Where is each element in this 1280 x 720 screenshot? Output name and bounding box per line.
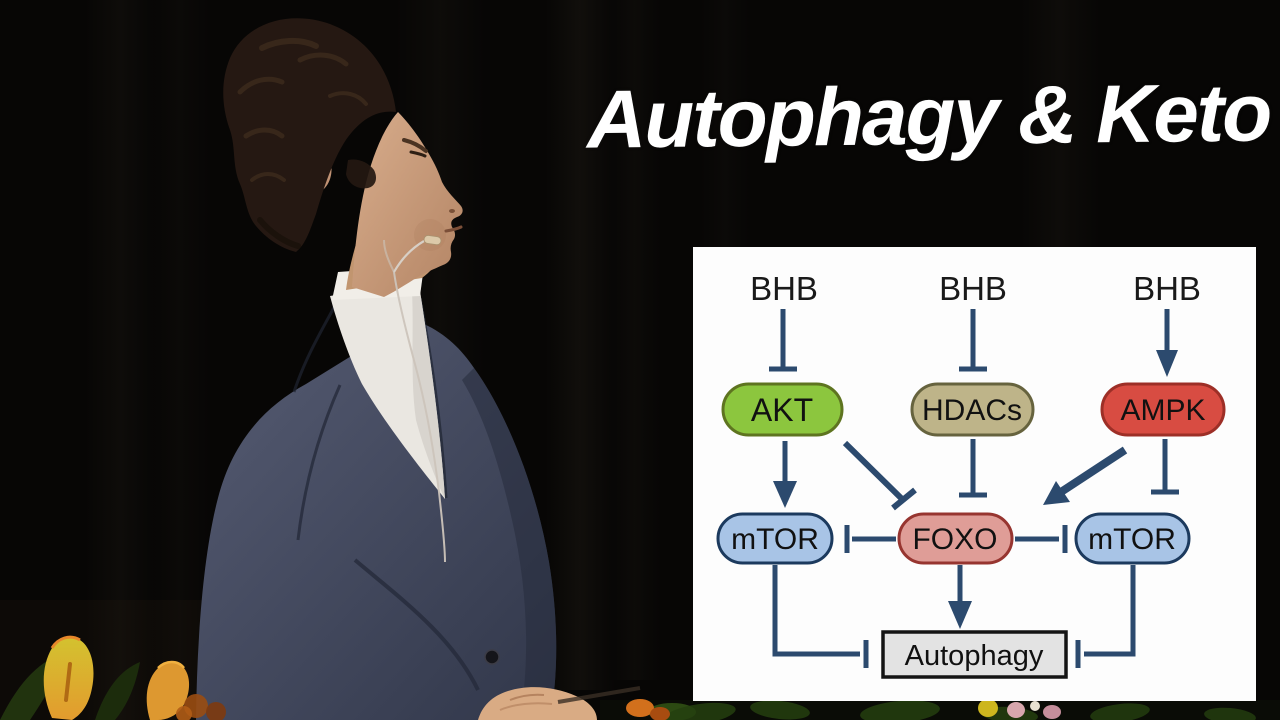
flower-bud bbox=[978, 699, 998, 717]
node-mtor-right: mTOR bbox=[1074, 512, 1191, 565]
arrowhead-foxo-autophagy bbox=[948, 601, 972, 629]
calla-lily-rim bbox=[50, 635, 81, 649]
diagram-arrowheads bbox=[773, 350, 1178, 629]
leaf bbox=[1090, 703, 1150, 720]
node-akt-pill bbox=[721, 382, 844, 437]
arrowhead-bhb-ampk bbox=[1156, 350, 1178, 377]
held-pointer bbox=[557, 686, 641, 704]
suit-fold-line bbox=[296, 384, 342, 541]
label-bhb-2: BHB bbox=[939, 270, 1007, 307]
leaf bbox=[1204, 707, 1256, 720]
headset-mic bbox=[383, 235, 446, 563]
suit-shadow-right bbox=[462, 368, 557, 720]
calla-lily-rim bbox=[157, 660, 185, 669]
node-ampk-pill bbox=[1100, 382, 1226, 437]
label-bhb-3: BHB bbox=[1133, 270, 1201, 307]
curtain-fold bbox=[150, 0, 210, 720]
shirt-shading bbox=[412, 291, 445, 499]
eyebrow bbox=[402, 138, 428, 153]
pathway-diagram-panel: BHB BHB BHB AKT HDACs AMPK mTOR bbox=[693, 247, 1256, 701]
diagram-edges bbox=[769, 309, 1179, 668]
curtain-fold bbox=[85, 0, 155, 720]
pathway-diagram: BHB BHB BHB AKT HDACs AMPK mTOR bbox=[716, 270, 1226, 679]
flower-arrangement-left bbox=[0, 635, 226, 720]
hair-curls bbox=[237, 38, 368, 249]
speaker-suit bbox=[196, 323, 557, 720]
flower-strip-bottom bbox=[600, 699, 1280, 720]
node-hdacs-label: HDACs bbox=[922, 394, 1022, 427]
leaf bbox=[860, 700, 940, 720]
flower-bud bbox=[176, 706, 192, 720]
label-bhb-1: BHB bbox=[750, 270, 818, 307]
node-hdacs: HDACs bbox=[910, 382, 1035, 437]
speaker-face bbox=[352, 112, 463, 297]
node-autophagy-label: Autophagy bbox=[905, 640, 1044, 672]
suit-lapel-line bbox=[292, 299, 340, 393]
nostril bbox=[449, 209, 455, 213]
node-autophagy: Autophagy bbox=[881, 630, 1068, 679]
leaf bbox=[95, 662, 140, 720]
hair-curl bbox=[243, 127, 285, 139]
node-foxo: FOXO bbox=[897, 512, 1014, 565]
node-akt: AKT bbox=[721, 382, 844, 437]
leaf bbox=[750, 700, 810, 720]
mic-boom bbox=[393, 240, 425, 273]
mouth bbox=[444, 225, 463, 233]
curtain-fold bbox=[700, 0, 750, 250]
node-ampk: AMPK bbox=[1100, 382, 1226, 437]
edge-mtorleft-autophagy-inhibit bbox=[772, 565, 860, 657]
speaker-hair bbox=[223, 18, 396, 252]
hand-finger-line bbox=[499, 702, 553, 711]
node-akt-label: AKT bbox=[751, 392, 813, 428]
speaker bbox=[196, 18, 641, 720]
hair-curl bbox=[297, 52, 349, 67]
suit-button bbox=[484, 649, 500, 665]
eye bbox=[409, 150, 427, 158]
curtain-fold bbox=[545, 0, 615, 690]
node-mtor-right-pill bbox=[1074, 512, 1191, 565]
hair-curl bbox=[250, 172, 286, 182]
mic-cable bbox=[393, 271, 446, 563]
node-mtor-right-label: mTOR bbox=[1088, 523, 1176, 556]
mic-cable bbox=[383, 239, 395, 273]
flower-bud bbox=[650, 707, 670, 720]
arrowhead-ampk-foxo bbox=[1043, 481, 1070, 505]
flower-bud bbox=[1007, 702, 1025, 718]
node-mtor-left: mTOR bbox=[716, 512, 834, 565]
hand-finger-line bbox=[509, 693, 545, 701]
flower-bud bbox=[1030, 701, 1040, 711]
edge-akt-foxo-tbar bbox=[891, 487, 917, 511]
curtain-fold bbox=[610, 0, 660, 680]
calla-spadix bbox=[64, 662, 72, 702]
edge-akt-foxo-inhibit bbox=[842, 440, 905, 502]
edge-ampk-foxo-activate bbox=[1058, 446, 1128, 496]
hair-curl bbox=[259, 38, 319, 51]
node-mtor-left-label: mTOR bbox=[731, 523, 819, 556]
node-mtor-left-pill bbox=[716, 512, 834, 565]
node-foxo-pill bbox=[897, 512, 1014, 565]
edge-mtorright-autophagy-inhibit bbox=[1084, 565, 1136, 657]
mic-capsule bbox=[423, 235, 442, 246]
arrowhead-akt-mtor bbox=[773, 481, 797, 508]
node-hdacs-pill bbox=[910, 382, 1035, 437]
node-autophagy-box bbox=[881, 630, 1068, 679]
hair-curl bbox=[237, 76, 285, 95]
suit-fold-line bbox=[353, 558, 480, 691]
calla-lily bbox=[146, 662, 190, 720]
hair-nape-shadow bbox=[257, 217, 301, 249]
flower-bud bbox=[1043, 705, 1061, 719]
flower-bud bbox=[626, 699, 654, 717]
hair-curl bbox=[328, 91, 368, 106]
sideburn-patch bbox=[346, 159, 376, 189]
node-foxo-label: FOXO bbox=[912, 523, 997, 556]
video-title: Autophagy & Keto bbox=[586, 67, 1271, 166]
cheek-shading bbox=[414, 219, 446, 251]
flower-bud bbox=[206, 702, 226, 720]
node-ampk-label: AMPK bbox=[1120, 394, 1205, 427]
